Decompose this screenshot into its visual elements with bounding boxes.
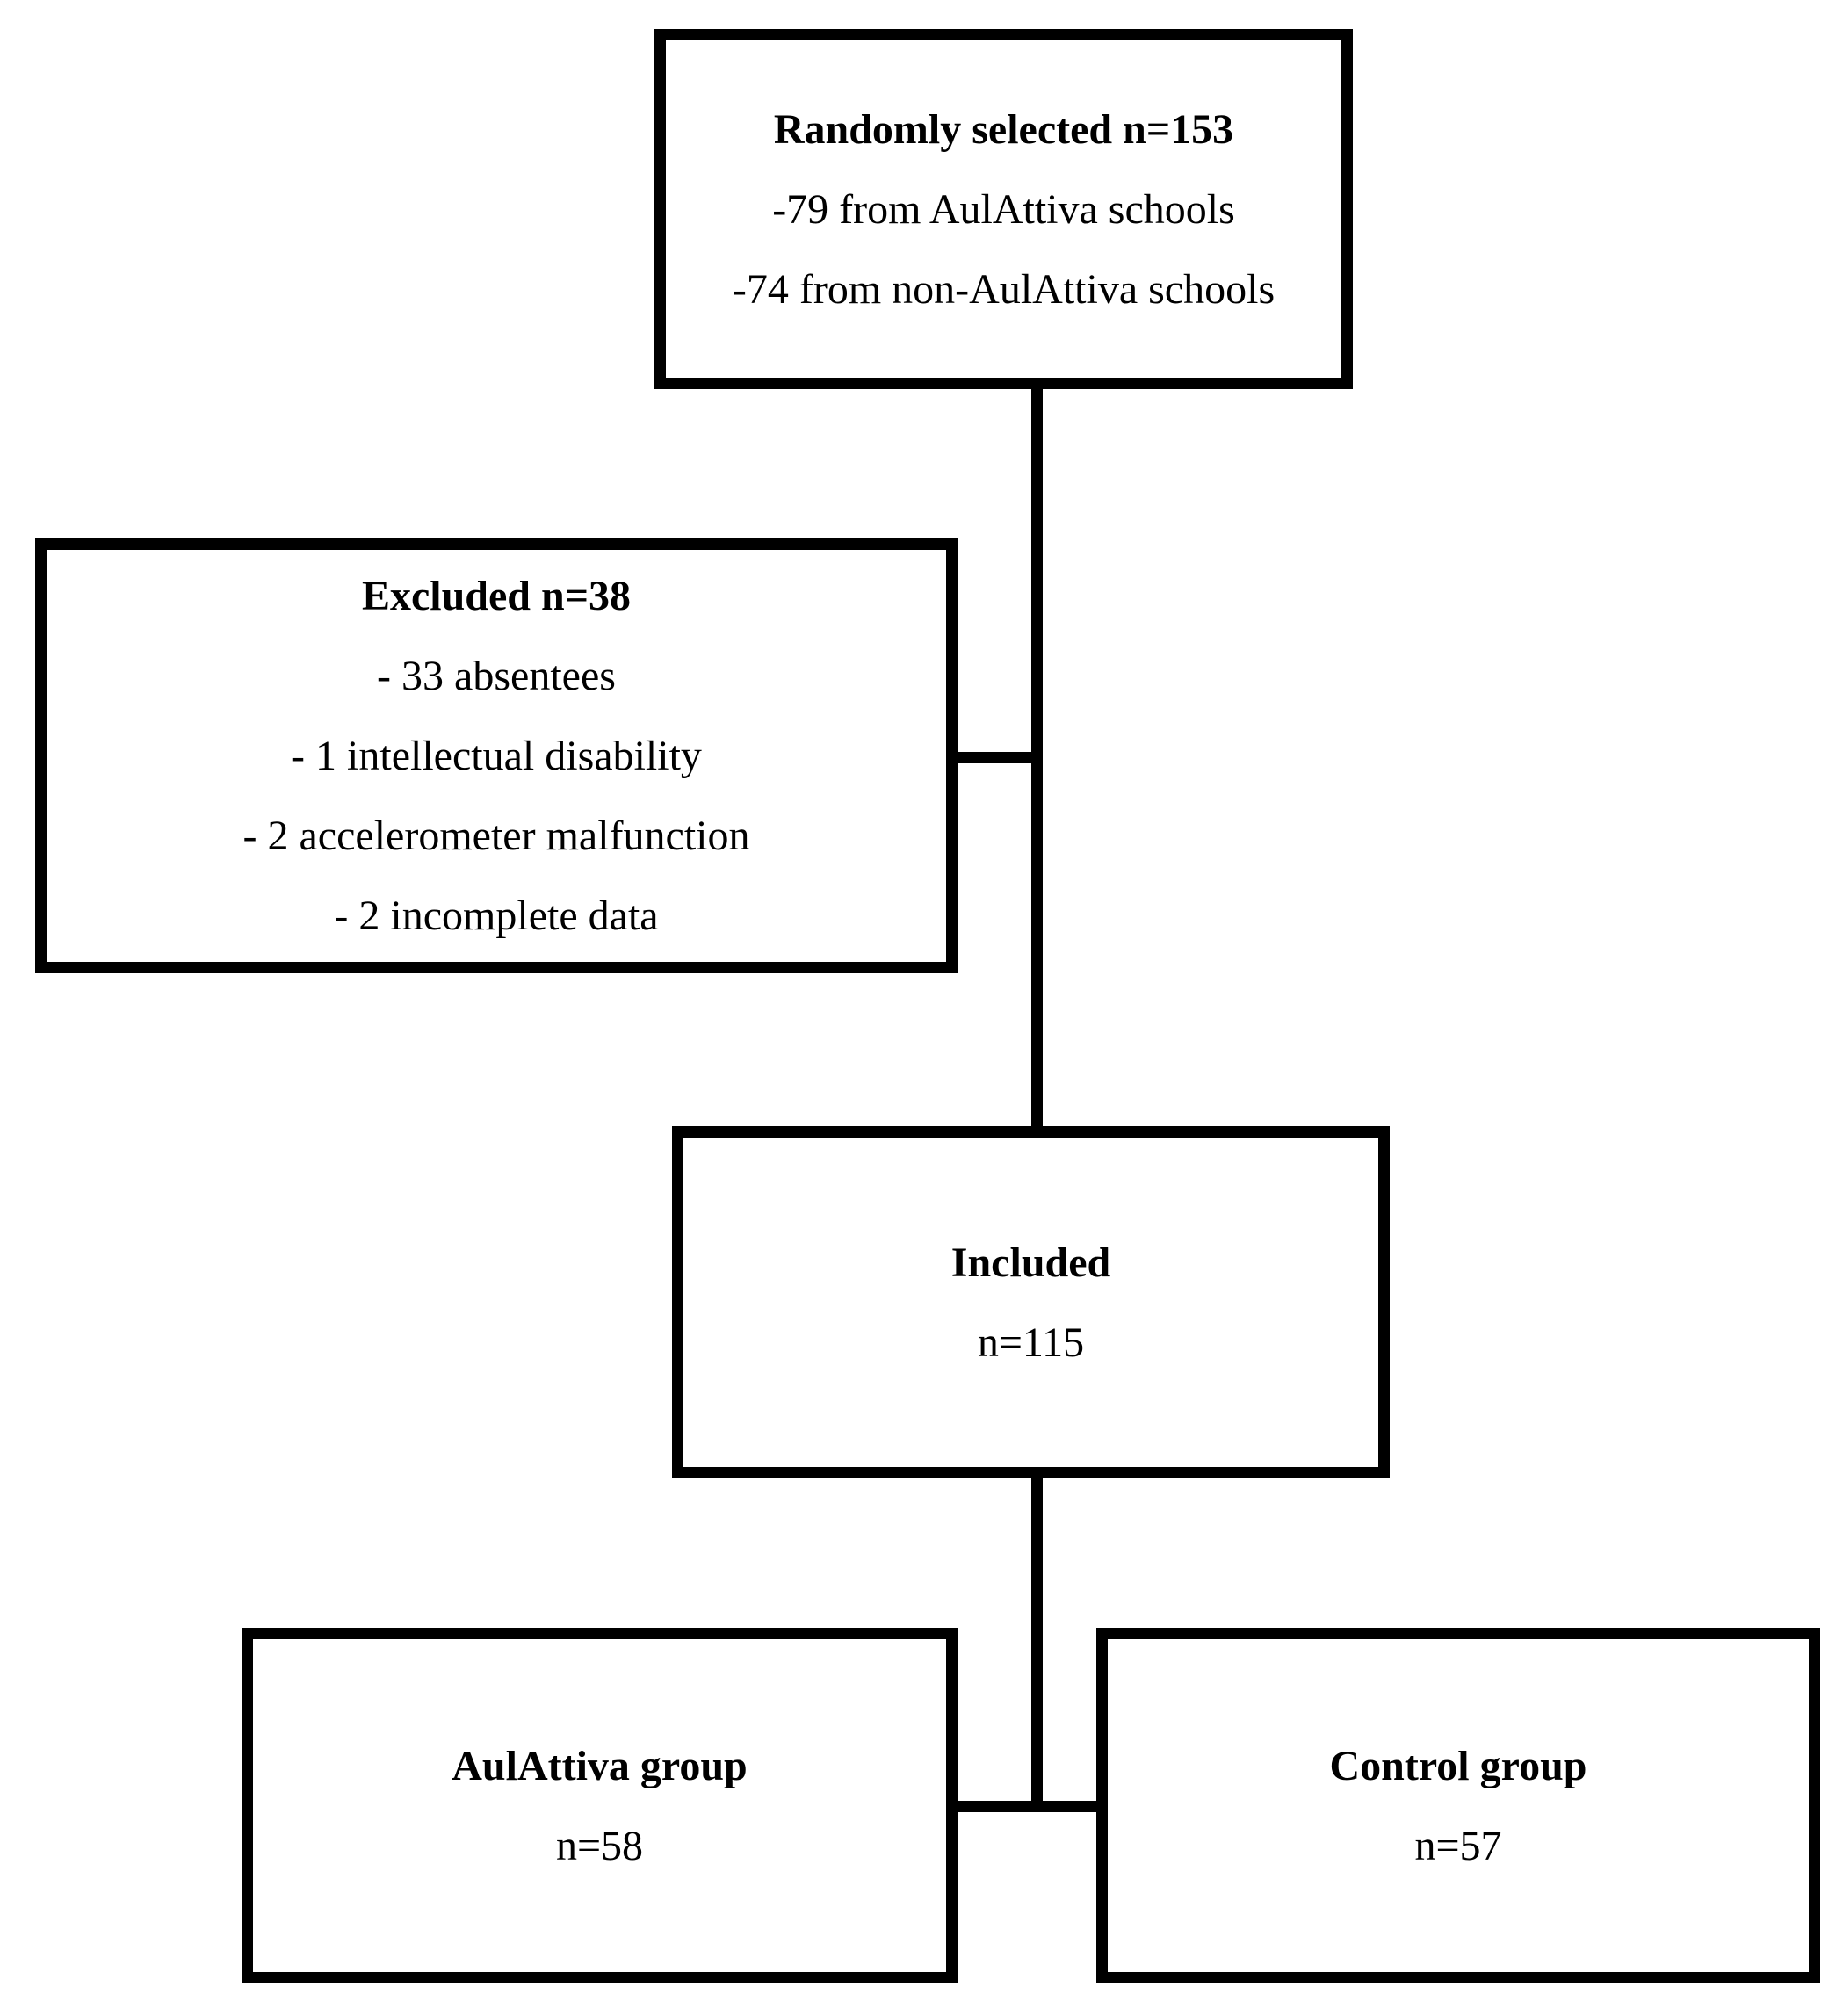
excluded-reason-4: - 2 incomplete data — [334, 892, 659, 939]
control-group-count: n=57 — [1414, 1822, 1502, 1869]
box-included: Included n=115 — [672, 1126, 1390, 1478]
excluded-reason-2: - 1 intellectual disability — [291, 733, 702, 779]
box-aulattiva-group: AulAttiva group n=58 — [242, 1628, 958, 1983]
included-title: Included — [950, 1239, 1111, 1286]
excluded-reason-3: - 2 accelerometer malfunction — [242, 813, 750, 859]
box-randomly-selected: Randomly selected n=153 -79 from AulAtti… — [654, 29, 1353, 389]
randomly-selected-detail-1: -79 from AulAttiva schools — [772, 185, 1235, 233]
randomly-selected-title: Randomly selected n=153 — [773, 105, 1234, 153]
connector-groups-bridge — [958, 1801, 1096, 1812]
box-control-group: Control group n=57 — [1096, 1628, 1820, 1983]
control-group-title: Control group — [1329, 1742, 1587, 1789]
connector-excluded-branch — [953, 752, 1042, 763]
excluded-reason-1: - 33 absentees — [377, 653, 616, 699]
aulattiva-group-count: n=58 — [555, 1822, 644, 1869]
aulattiva-group-title: AulAttiva group — [452, 1742, 748, 1789]
randomly-selected-detail-2: -74 from non-AulAttiva schools — [732, 265, 1276, 313]
excluded-title: Excluded n=38 — [361, 573, 632, 619]
box-excluded: Excluded n=38 - 33 absentees - 1 intelle… — [35, 538, 958, 973]
connector-included-to-groups — [1031, 1478, 1043, 1812]
included-count: n=115 — [977, 1319, 1085, 1366]
